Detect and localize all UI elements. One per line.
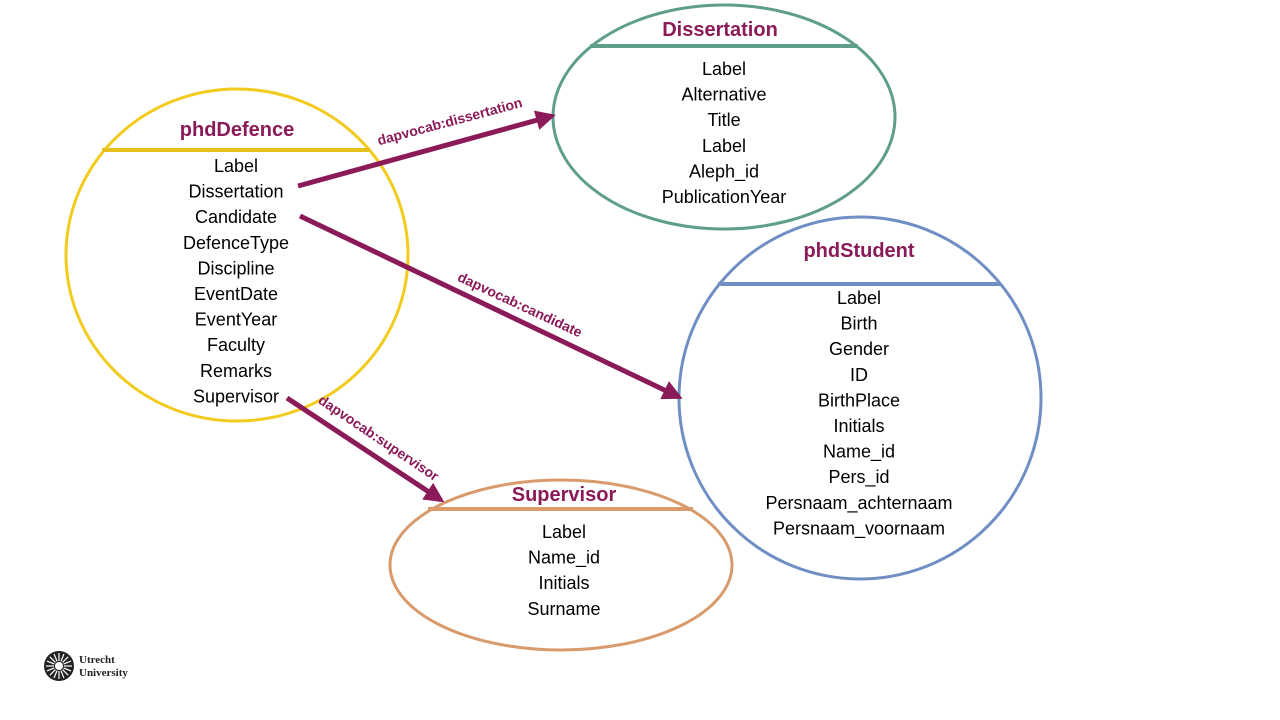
phd-defence-attribute: EventDate <box>194 284 278 304</box>
dissertation-attribute: Alternative <box>681 85 766 105</box>
dissertation-title: Dissertation <box>662 19 778 41</box>
phd-defence-attribute: Supervisor <box>193 386 279 406</box>
phd-defence-ellipse <box>64 87 410 423</box>
utrecht-university-logo: Utrecht University <box>44 651 128 681</box>
supervisor-attribute: Initials <box>538 573 589 593</box>
dissertation-attributes: LabelAlternativeTitleLabelAleph_idPublic… <box>662 59 786 207</box>
phd-student-attribute: Label <box>837 288 881 308</box>
supervisor-attribute: Surname <box>527 599 600 619</box>
phd-defence-attribute: EventYear <box>195 310 277 330</box>
phd-defence-attribute: Dissertation <box>188 182 283 202</box>
supervisor-relation-label: dapvocab:supervisor <box>316 392 443 485</box>
candidate-relation-label: dapvocab:candidate <box>455 269 585 341</box>
supervisor-attribute: Label <box>542 522 586 542</box>
phd-defence-attribute: Label <box>214 156 258 176</box>
phd-student-attribute: Initials <box>833 416 884 436</box>
candidate-relation-arrow <box>298 213 683 400</box>
dissertation-attribute: Label <box>702 136 746 156</box>
supervisor-ellipse <box>388 478 734 652</box>
phd-student-attribute: Persnaam_voornaam <box>773 518 945 539</box>
phd-student-attribute: Pers_id <box>828 467 889 488</box>
sun-emblem-icon <box>44 651 74 681</box>
phd-defence-attribute: DefenceType <box>183 233 289 253</box>
phd-defence-title: phdDefence <box>180 119 294 141</box>
phd-student-attribute: Persnaam_achternaam <box>765 493 952 514</box>
supervisor-attribute: Name_id <box>528 548 600 569</box>
phd-student-attribute: BirthPlace <box>818 390 900 410</box>
dissertation-attribute: PublicationYear <box>662 187 786 207</box>
entity-dissertation: Dissertation LabelAlternativeTitleLabelA… <box>551 3 897 231</box>
logo-line-1: Utrecht <box>79 654 115 666</box>
phd-defence-attribute: Remarks <box>200 361 272 381</box>
phd-defence-attribute: Discipline <box>197 258 274 278</box>
phd-student-attribute: Gender <box>829 339 889 359</box>
entity-phd-defence: phdDefence LabelDissertationCandidateDef… <box>64 87 410 423</box>
phd-student-attribute: ID <box>850 365 868 385</box>
dissertation-attribute: Title <box>707 110 740 130</box>
supervisor-title: Supervisor <box>512 484 617 506</box>
phd-student-title: phdStudent <box>803 240 914 262</box>
dissertation-relation-arrow <box>297 110 556 189</box>
phd-student-attribute: Birth <box>840 314 877 334</box>
dissertation-attribute: Label <box>702 59 746 79</box>
logo-line-2: University <box>79 667 128 679</box>
dissertation-relation-label: dapvocab:dissertation <box>375 94 523 148</box>
phd-student-attribute: Name_id <box>823 442 895 463</box>
dissertation-attribute: Aleph_id <box>689 161 759 182</box>
phd-defence-attribute: Candidate <box>195 207 277 227</box>
phd-defence-attributes: LabelDissertationCandidateDefenceTypeDis… <box>183 156 289 406</box>
supervisor-relation-arrow <box>285 395 445 503</box>
phd-defence-attribute: Faculty <box>207 335 265 355</box>
